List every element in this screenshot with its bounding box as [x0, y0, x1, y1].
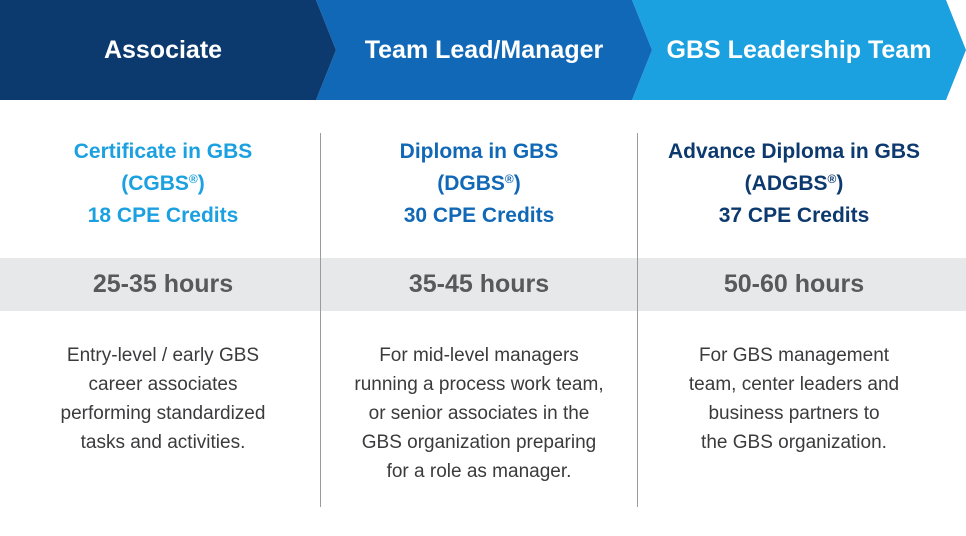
- header-associate: Associate: [103, 36, 223, 64]
- description-associate: Entry-level / early GBS career associate…: [3, 341, 323, 457]
- column-team-lead: Diploma in GBS (DGBS®) 30 CPE Credits 35…: [319, 100, 639, 536]
- header-team-lead: Team Lead/Manager: [364, 36, 604, 64]
- column-divider: [320, 133, 321, 507]
- desc-line: GBS organization preparing: [361, 432, 597, 453]
- cert-credits: 30 CPE Credits: [403, 204, 555, 227]
- column-associate: Certificate in GBS (CGBS®) 18 CPE Credit…: [3, 100, 323, 536]
- cert-name: Advance Diploma in GBS: [667, 140, 921, 163]
- cert-credits: 37 CPE Credits: [718, 204, 870, 227]
- cert-name: Certificate in GBS: [73, 140, 253, 163]
- hours-leadership: 50-60 hours: [723, 270, 865, 298]
- chevron-leadership: [632, 0, 966, 100]
- desc-line: tasks and activities.: [80, 432, 246, 453]
- hours-team-lead: 35-45 hours: [408, 270, 550, 298]
- hours-band: [0, 258, 966, 311]
- header-leadership: GBS Leadership Team: [666, 36, 932, 64]
- desc-line: running a process work team,: [354, 374, 604, 395]
- cert-credits: 18 CPE Credits: [87, 204, 239, 227]
- desc-line: For mid-level managers: [379, 345, 579, 366]
- chevron-header: [0, 0, 966, 100]
- description-team-lead: For mid-level managers running a process…: [319, 341, 639, 486]
- desc-line: team, center leaders and: [688, 374, 900, 395]
- certificate-team-lead: Diploma in GBS (DGBS®) 30 CPE Credits: [319, 136, 639, 232]
- column-divider: [637, 133, 638, 507]
- certificate-associate: Certificate in GBS (CGBS®) 18 CPE Credit…: [3, 136, 323, 232]
- chevron-team-lead: [316, 0, 652, 100]
- cert-abbr: (CGBS®): [121, 172, 205, 195]
- desc-line: performing standardized: [60, 403, 266, 424]
- cert-name: Diploma in GBS: [399, 140, 559, 163]
- chevron-associate: [0, 0, 336, 100]
- desc-line: the GBS organization.: [701, 432, 887, 453]
- desc-line: career associates: [88, 374, 238, 395]
- desc-line: or senior associates in the: [368, 403, 590, 424]
- description-leadership: For GBS management team, center leaders …: [634, 341, 954, 457]
- desc-line: for a role as manager.: [386, 461, 572, 482]
- column-leadership: Advance Diploma in GBS (ADGBS®) 37 CPE C…: [634, 100, 954, 536]
- desc-line: For GBS management: [698, 345, 890, 366]
- desc-line: business partners to: [708, 403, 880, 424]
- hours-associate: 25-35 hours: [92, 270, 234, 298]
- desc-line: Entry-level / early GBS: [66, 345, 260, 366]
- cert-abbr: (DGBS®): [437, 172, 521, 195]
- certificate-leadership: Advance Diploma in GBS (ADGBS®) 37 CPE C…: [634, 136, 954, 232]
- cert-abbr: (ADGBS®): [744, 172, 844, 195]
